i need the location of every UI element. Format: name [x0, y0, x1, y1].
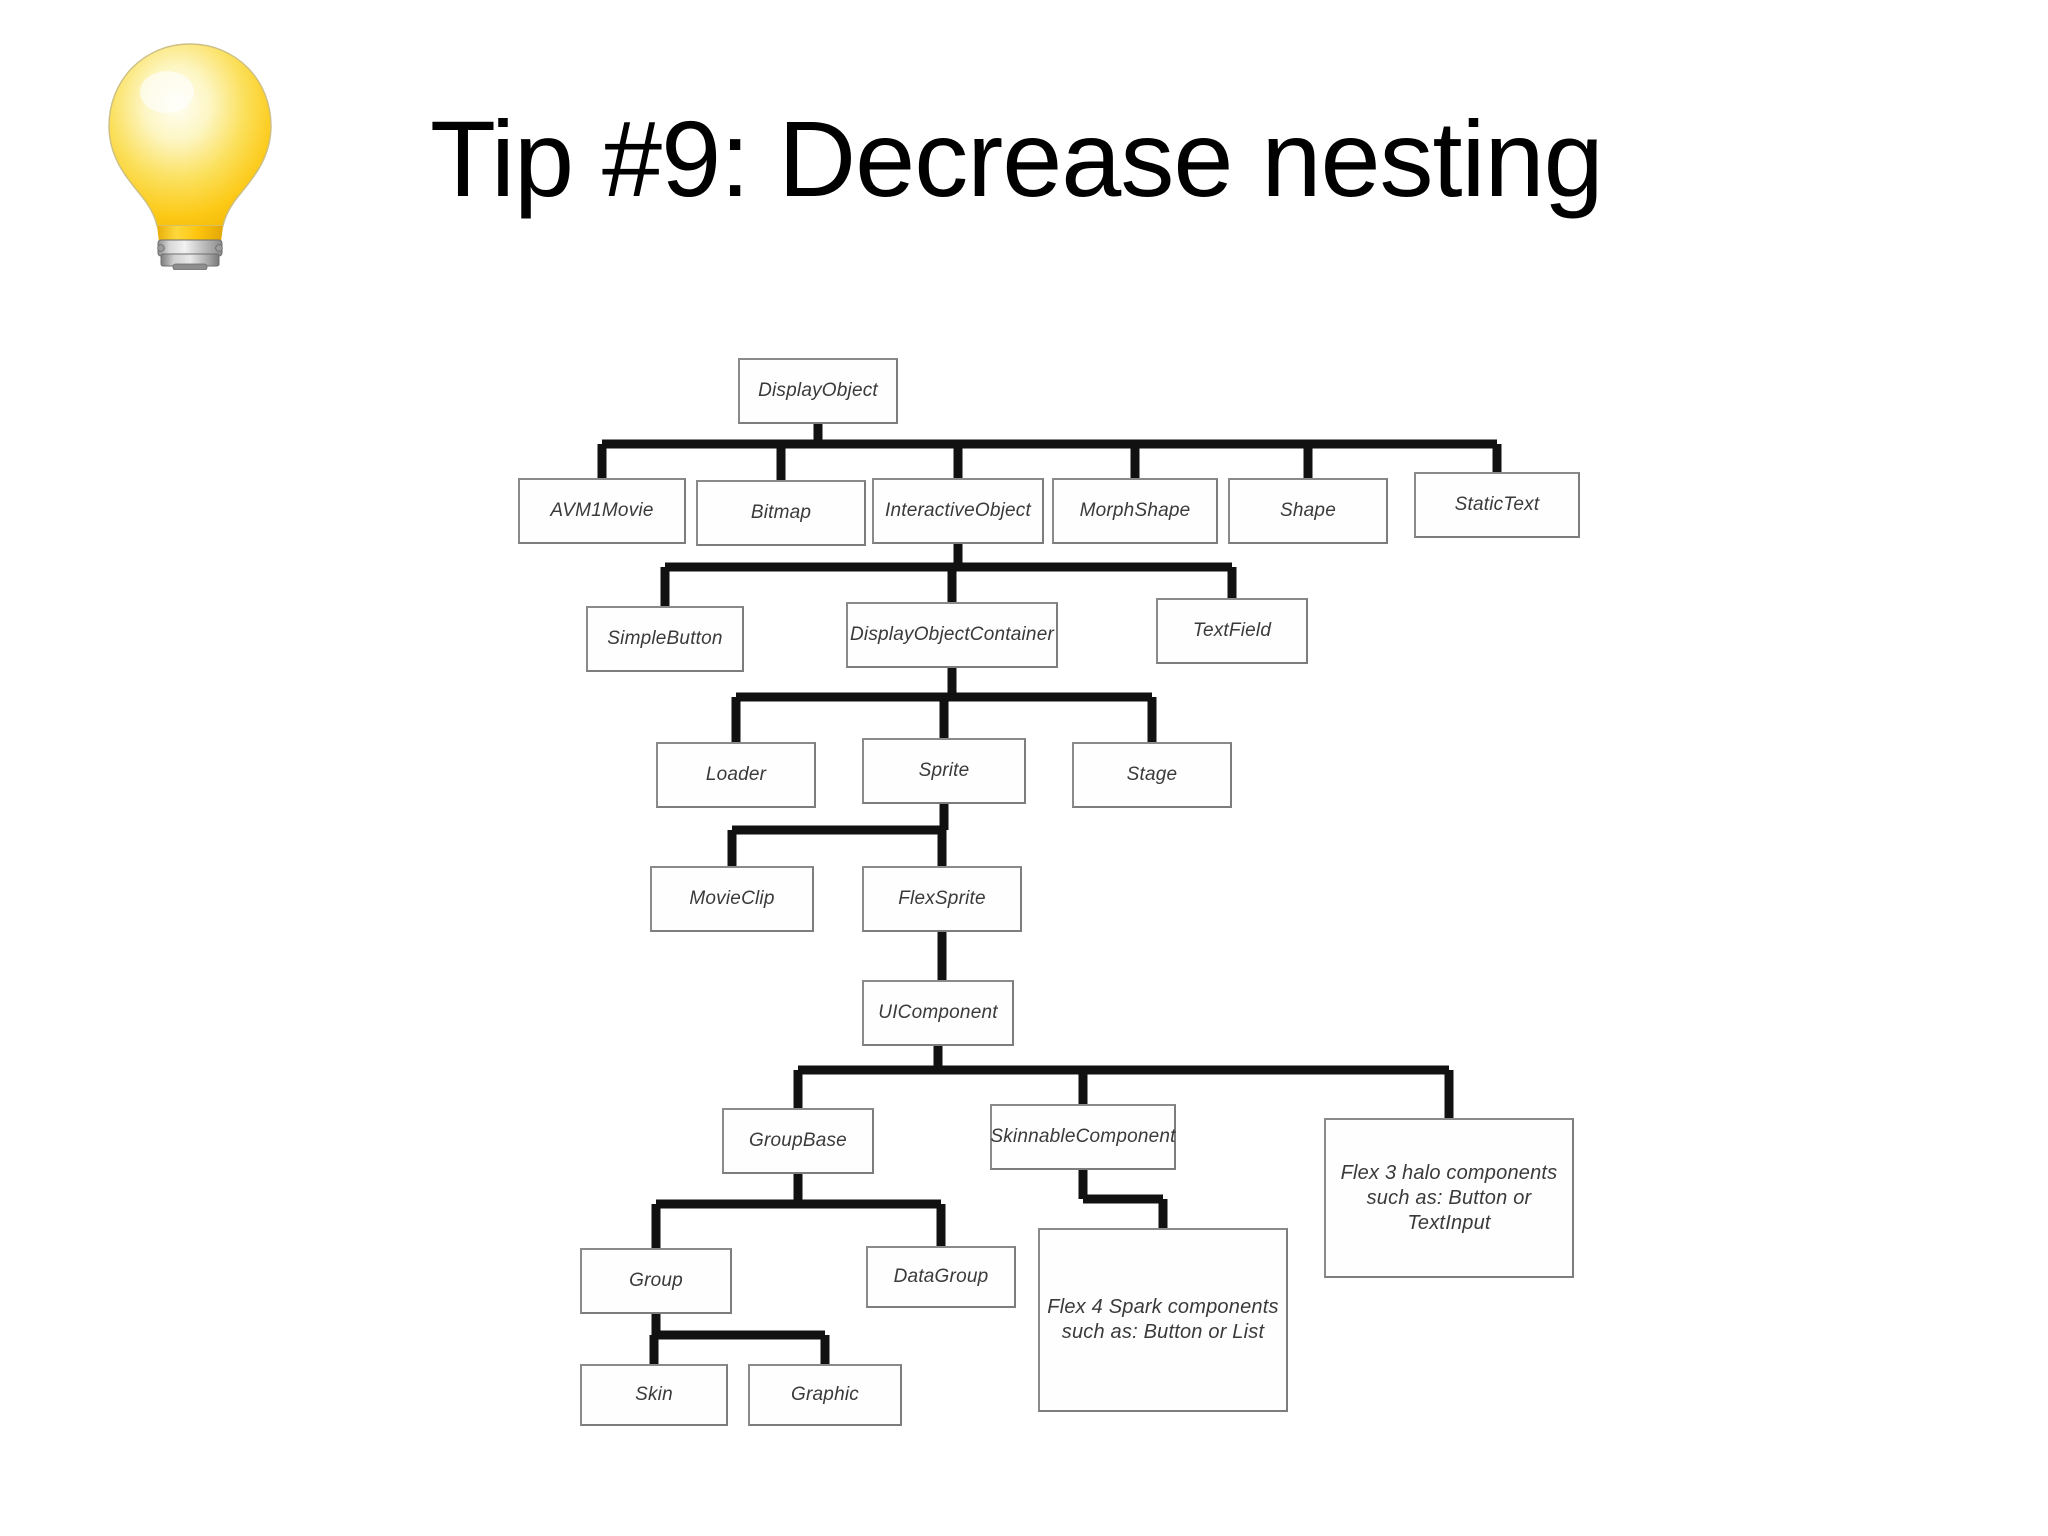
class-node-label: InteractiveObject [885, 500, 1031, 522]
class-node-label: SkinnableComponent [990, 1126, 1176, 1148]
class-node-skinnablecomponent: SkinnableComponent [990, 1104, 1176, 1170]
class-node-label: Stage [1126, 764, 1178, 786]
class-node-shape: Shape [1228, 478, 1388, 544]
class-node-label: FlexSprite [898, 888, 986, 910]
class-node-interactiveobject: InteractiveObject [872, 478, 1044, 544]
class-node-label: Shape [1280, 500, 1336, 522]
class-node-label: Bitmap [750, 502, 812, 524]
class-node-flex4spark: Flex 4 Spark components such as: Button … [1038, 1228, 1288, 1412]
class-node-simplebutton: SimpleButton [586, 606, 744, 672]
class-node-graphic: Graphic [748, 1364, 902, 1426]
class-node-loader: Loader [656, 742, 816, 808]
class-node-stage: Stage [1072, 742, 1232, 808]
class-node-label: MovieClip [689, 888, 775, 910]
lightbulb-icon [95, 30, 285, 271]
class-node-label: DisplayObject [758, 380, 878, 402]
class-node-flexsprite: FlexSprite [862, 866, 1022, 932]
class-node-label: GroupBase [749, 1130, 847, 1152]
class-node-label: Graphic [791, 1384, 859, 1406]
page-title: Tip #9: Decrease nesting [430, 98, 1604, 219]
class-node-datagroup: DataGroup [866, 1246, 1016, 1308]
class-node-label: DataGroup [893, 1266, 989, 1288]
class-node-label: Flex 4 Spark components such as: Button … [1047, 1296, 1279, 1343]
class-node-label: Skin [635, 1384, 673, 1406]
slide-header: Tip #9: Decrease nesting [0, 0, 2048, 300]
class-node-bitmap: Bitmap [696, 480, 866, 546]
class-node-label: Sprite [918, 760, 970, 782]
class-node-groupbase: GroupBase [722, 1108, 874, 1174]
class-node-label: Group [629, 1270, 683, 1292]
class-node-label: AVM1Movie [550, 500, 654, 522]
class-node-textfield: TextField [1156, 598, 1308, 664]
class-node-uicomponent: UIComponent [862, 980, 1014, 1046]
class-node-group: Group [580, 1248, 732, 1314]
class-node-skin: Skin [580, 1364, 728, 1426]
class-node-label: MorphShape [1079, 500, 1191, 522]
class-node-movieclip: MovieClip [650, 866, 814, 932]
class-node-avm1movie: AVM1Movie [518, 478, 686, 544]
class-node-label: UIComponent [878, 1002, 998, 1024]
class-node-sprite: Sprite [862, 738, 1026, 804]
class-node-morphshape: MorphShape [1052, 478, 1218, 544]
class-node-label: TextField [1192, 620, 1272, 642]
class-node-statictext: StaticText [1414, 472, 1580, 538]
class-node-displayobject: DisplayObject [738, 358, 898, 424]
class-node-label: Flex 3 halo components such as: Button o… [1340, 1161, 1558, 1234]
class-node-label: DisplayObjectContainer [850, 624, 1054, 646]
class-node-label: SimpleButton [607, 628, 723, 650]
class-node-displayobjectcontainer: DisplayObjectContainer [846, 602, 1058, 668]
class-node-label: Loader [705, 764, 767, 786]
class-node-label: StaticText [1454, 494, 1540, 516]
class-node-flex3halo: Flex 3 halo components such as: Button o… [1324, 1118, 1574, 1278]
